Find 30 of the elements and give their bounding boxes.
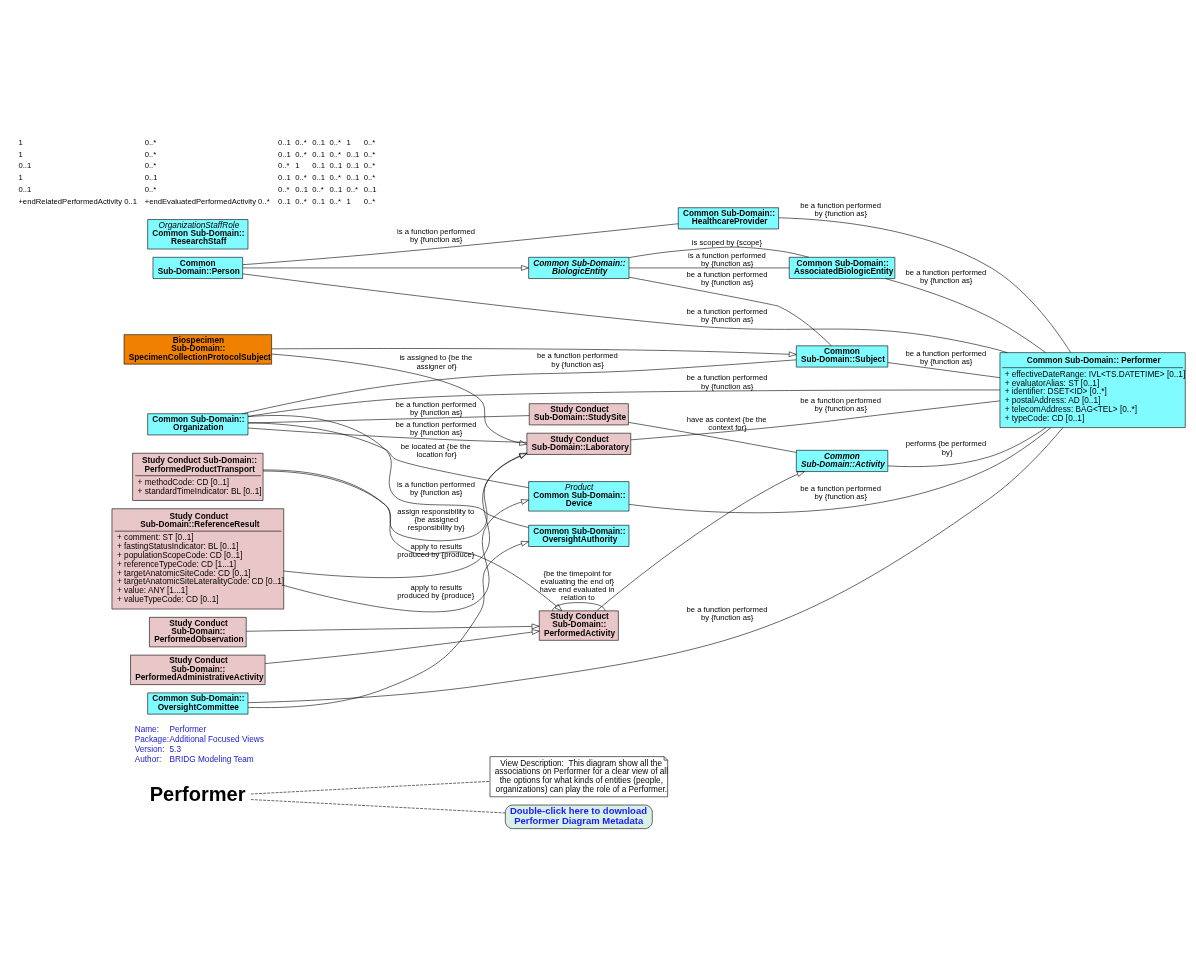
connector <box>242 359 797 414</box>
arrow <box>283 498 529 612</box>
arrow <box>271 347 797 357</box>
arrow <box>247 540 529 708</box>
connector <box>247 414 529 528</box>
connector <box>628 246 810 258</box>
connector <box>552 601 606 611</box>
connector <box>247 427 528 443</box>
connector <box>885 277 1046 353</box>
connector <box>247 414 530 423</box>
arrow <box>283 452 528 578</box>
node-text: Performer <box>149 782 246 805</box>
arrow <box>271 353 527 446</box>
arrow <box>262 452 528 541</box>
connector <box>630 400 1001 440</box>
connector <box>887 426 1047 467</box>
connector <box>628 421 797 453</box>
arrow <box>262 469 563 611</box>
arrow <box>264 628 540 664</box>
arrow <box>246 623 540 632</box>
connector <box>628 276 832 346</box>
connector <box>247 421 529 488</box>
connector <box>887 361 1001 378</box>
connector <box>247 389 1001 417</box>
connector <box>628 426 1052 513</box>
arrow <box>242 264 529 271</box>
connector <box>242 273 1008 353</box>
arrow <box>596 470 805 611</box>
node-box: Double-click here to download Performer Diagram Metadata <box>505 804 653 829</box>
connector <box>247 426 1064 703</box>
